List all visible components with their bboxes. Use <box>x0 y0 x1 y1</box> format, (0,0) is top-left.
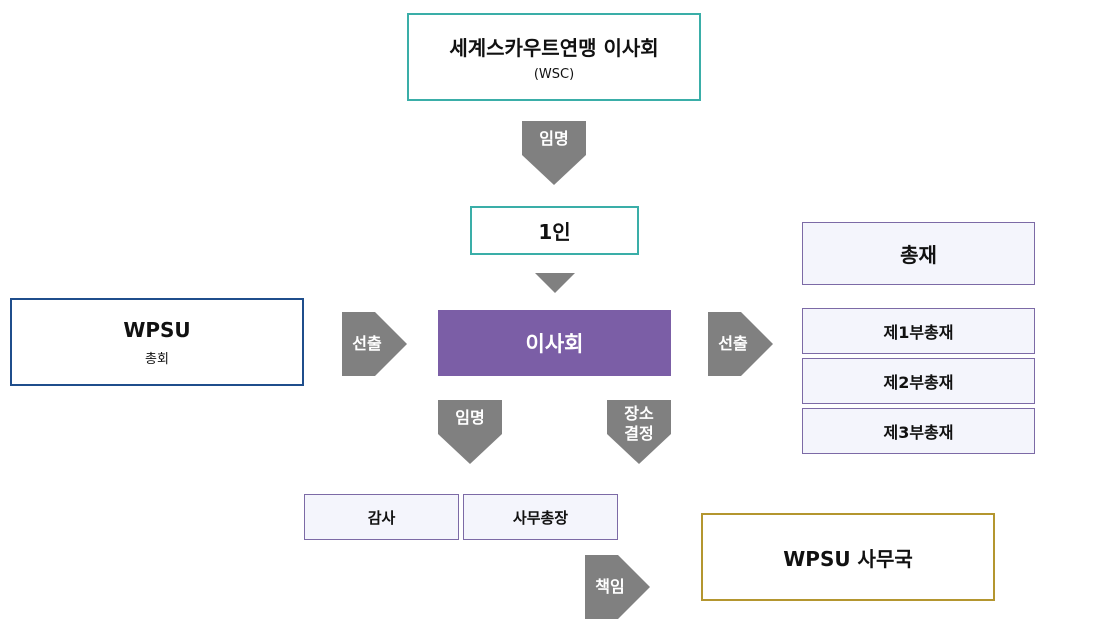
wpsu-office-label: WPSU 사무국 <box>783 546 913 571</box>
elect-left-label: 선출 <box>352 334 382 353</box>
secretary-general-label: 사무총장 <box>512 508 569 527</box>
responsibility-arrow <box>585 555 650 619</box>
down-triangle <box>535 273 575 293</box>
venue-decision-line2: 결정 <box>624 424 654 443</box>
auditor-label: 감사 <box>367 508 396 527</box>
wsc-board-box: 세계스카우트연맹 이사회 (WSC) <box>407 13 701 101</box>
venue-decision-arrow <box>607 400 671 464</box>
secretary-general-box: 사무총장 <box>463 494 618 540</box>
president-box: 총재 <box>802 222 1035 285</box>
appoint-top-arrow <box>522 121 586 185</box>
vice-president-3-label: 제3부총재 <box>883 423 954 442</box>
vice-president-1-box: 제1부총재 <box>802 308 1035 354</box>
responsibility-label: 책임 <box>595 577 625 596</box>
appoint-bottom-arrow <box>438 400 502 464</box>
wsc-subtitle: (WSC) <box>533 67 575 82</box>
vice-president-2-box: 제2부총재 <box>802 358 1035 404</box>
appoint-bottom-label: 임명 <box>455 408 485 427</box>
elect-right-arrow <box>708 312 773 376</box>
wpsu-office-box: WPSU 사무국 <box>701 513 995 601</box>
venue-decision-line1: 장소 <box>624 404 654 423</box>
president-label: 총재 <box>900 243 937 267</box>
venue-decision-label: 장소 결정 <box>607 400 671 448</box>
one-person-label: 1인 <box>538 220 571 244</box>
wsc-title: 세계스카우트연맹 이사회 <box>449 36 659 60</box>
elect-right-label: 선출 <box>718 334 748 353</box>
vice-president-1-label: 제1부총재 <box>883 323 954 342</box>
elect-left-arrow <box>342 312 407 376</box>
vice-president-2-label: 제2부총재 <box>883 373 954 392</box>
vice-president-3-box: 제3부총재 <box>802 408 1035 454</box>
appoint-top-label: 임명 <box>539 129 569 148</box>
board-box: 이사회 <box>438 310 671 376</box>
wpsu-subtitle: 총회 <box>145 351 169 367</box>
wpsu-title: WPSU <box>123 317 191 342</box>
board-label: 이사회 <box>525 332 584 356</box>
wpsu-general-assembly-box: WPSU 총회 <box>10 298 304 386</box>
one-person-box: 1인 <box>470 206 639 255</box>
auditor-box: 감사 <box>304 494 459 540</box>
